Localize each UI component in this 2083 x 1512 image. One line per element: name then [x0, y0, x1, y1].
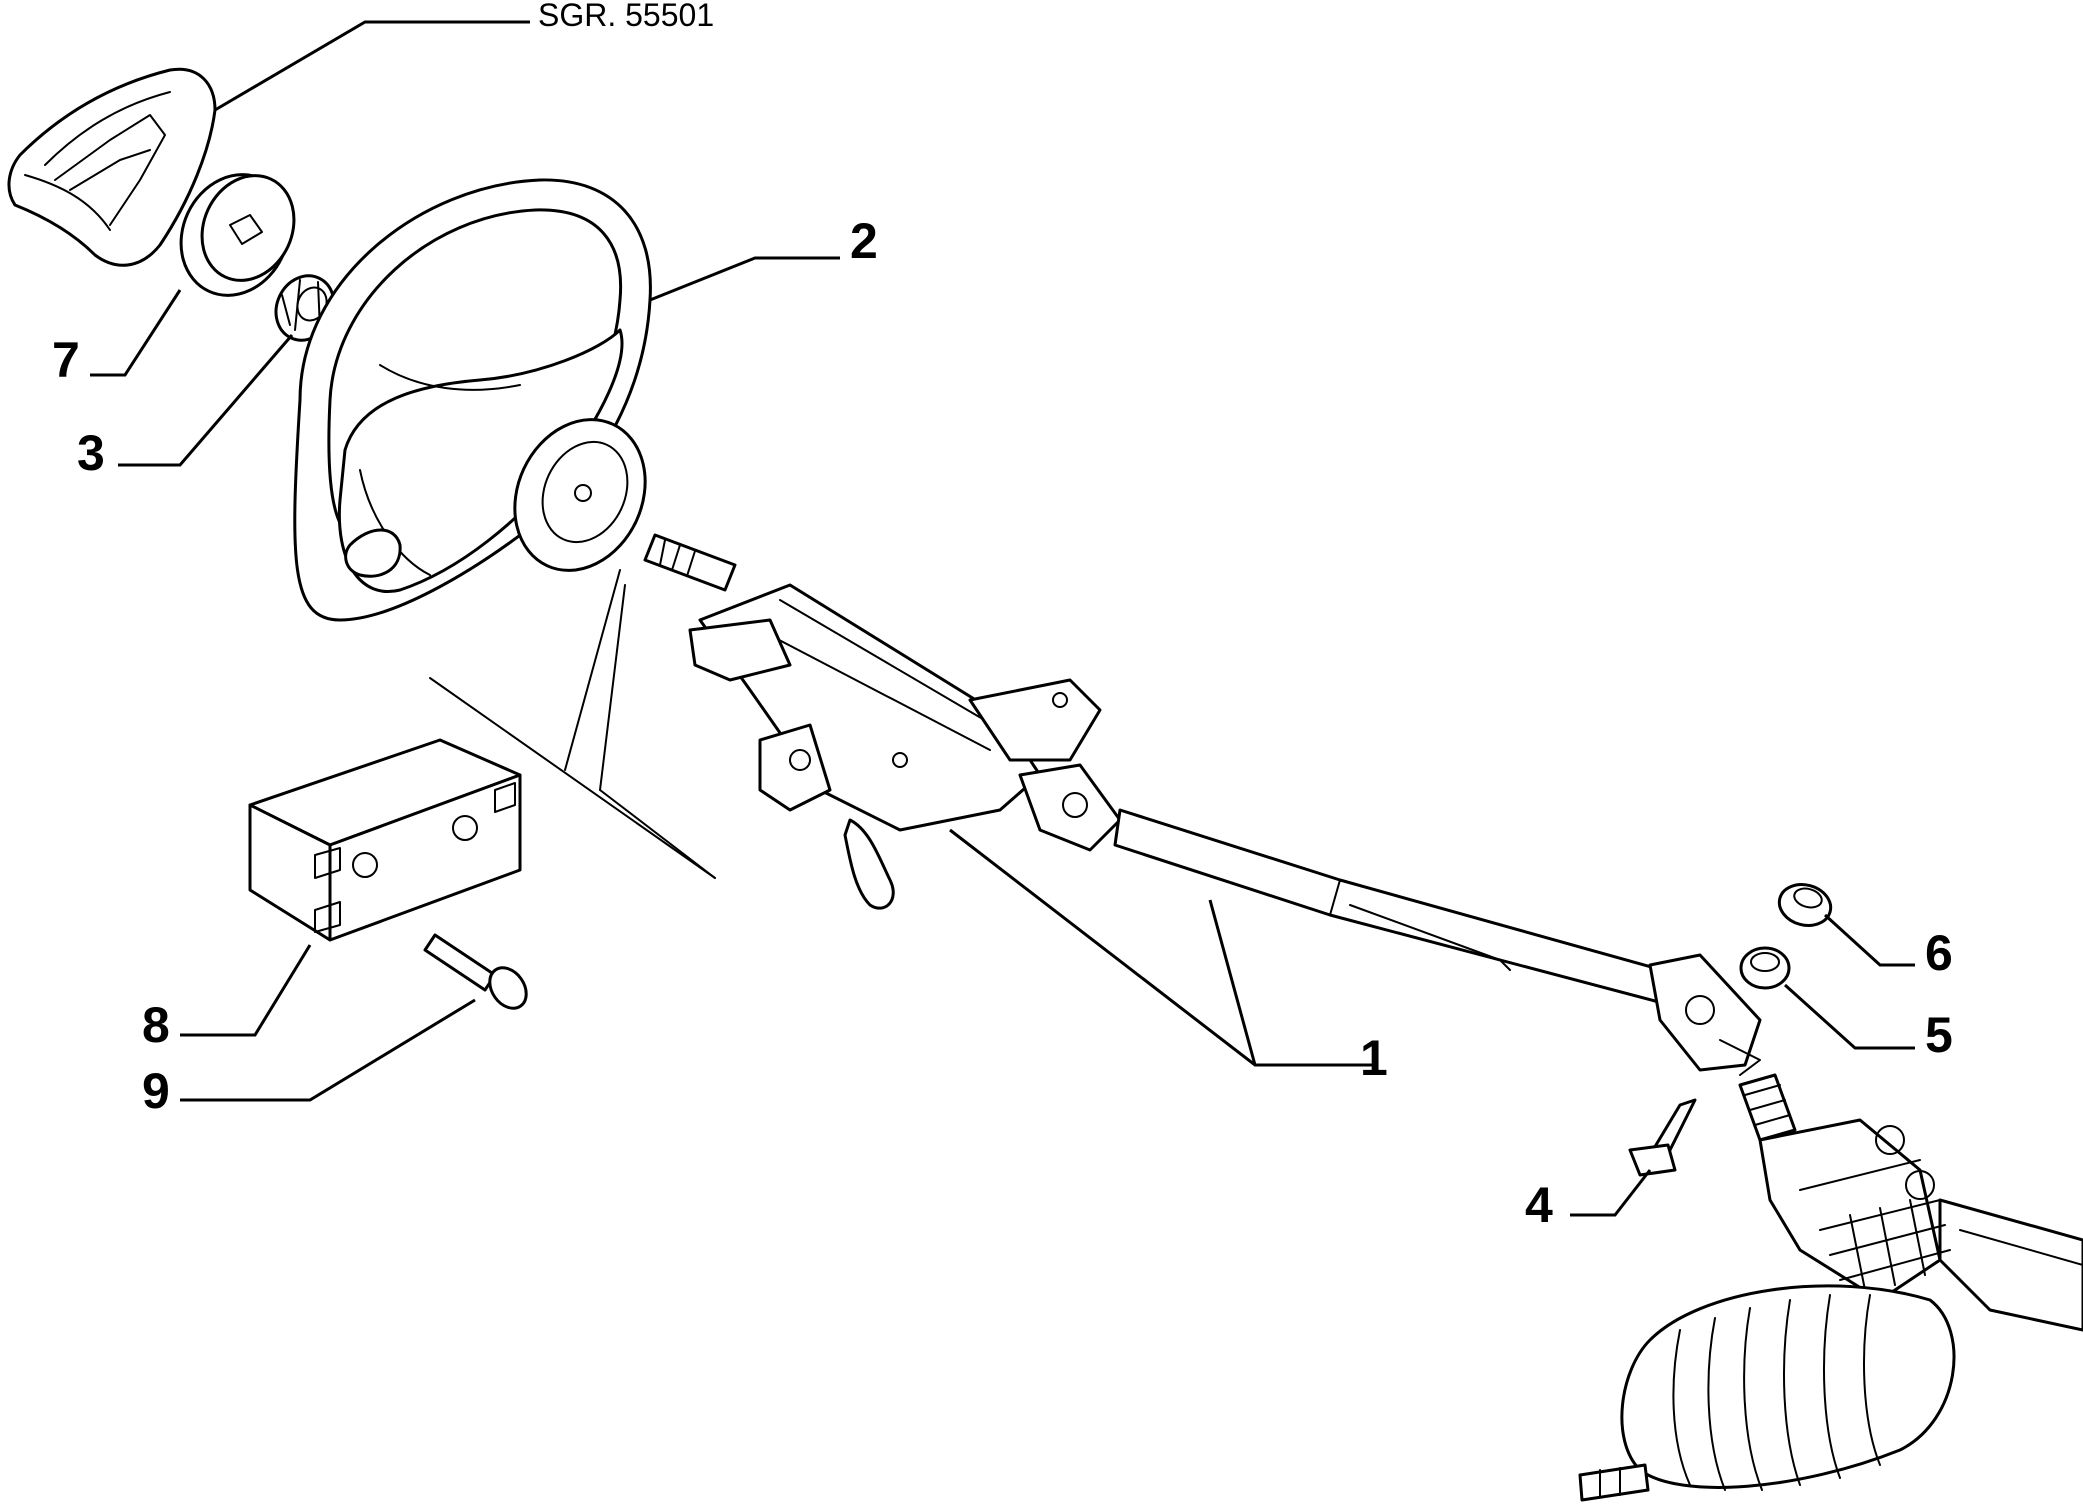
callout-3-leader	[118, 334, 294, 467]
part-2-steering-wheel	[293, 178, 652, 622]
callout-5: 5	[1925, 1007, 1953, 1063]
callout-3: 3	[77, 425, 105, 481]
callout-2: 2	[850, 213, 878, 269]
diagram-reference-code: SGR. 55501	[538, 0, 714, 33]
part-9-bolt	[423, 933, 528, 1010]
part-4-bolt	[1628, 1098, 1697, 1177]
callout-8: 8	[142, 997, 170, 1053]
callout-7: 7	[52, 332, 80, 388]
callout-4-leader	[1570, 1169, 1652, 1217]
callout-1-leader	[949, 828, 1375, 1067]
assembly-guide-lines	[429, 569, 716, 879]
reference-leader	[214, 20, 530, 112]
steering-rack	[1578, 1073, 2083, 1502]
callout-9-leader	[180, 998, 476, 1102]
part-7-hub	[179, 173, 296, 297]
callout-8-leader	[180, 944, 312, 1037]
part-5-nut	[1739, 946, 1791, 990]
callout-7-leader	[90, 289, 182, 377]
callout-6-leader	[1823, 913, 1915, 967]
callout-9: 9	[142, 1063, 170, 1119]
callout-1-leader-b	[1208, 899, 1257, 1066]
callout-6: 6	[1925, 925, 1953, 981]
part-8-mounting-block	[248, 738, 522, 942]
callout-2-leader	[649, 256, 840, 302]
part-6-flange-nut	[1777, 883, 1833, 927]
callout-1: 1	[1360, 1030, 1388, 1086]
airbag-cover	[7, 67, 217, 267]
callout-5-leader	[1783, 983, 1915, 1050]
part-1-steering-column	[643, 533, 1762, 1076]
callout-4: 4	[1525, 1177, 1553, 1233]
